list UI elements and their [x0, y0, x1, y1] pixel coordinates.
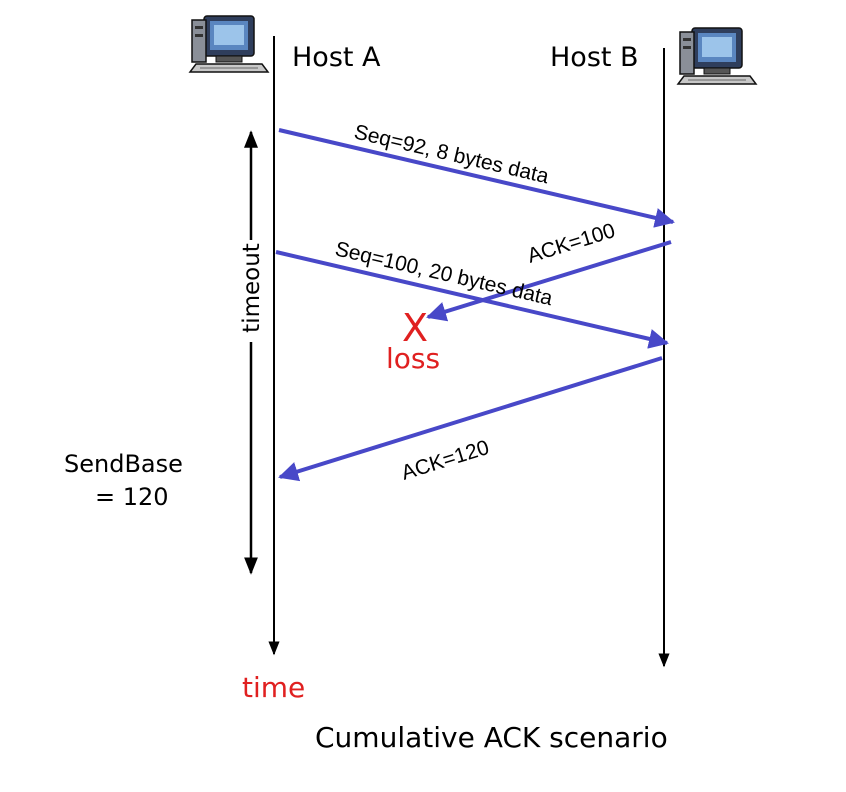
diagram-caption: Cumulative ACK scenario — [315, 721, 668, 754]
loss-mark: X — [402, 306, 428, 350]
ack-100-arrow — [426, 240, 672, 322]
seq-92-arrow — [278, 128, 675, 228]
loss-label: loss — [386, 342, 440, 375]
ack-120-arrow — [278, 356, 663, 482]
ack-120-label: ACK=120 — [399, 436, 492, 485]
host-b-computer-icon — [676, 27, 758, 85]
timeout-label: timeout — [239, 243, 265, 333]
host-b-label: Host B — [550, 42, 639, 73]
sendbase-value: = 120 — [95, 483, 169, 511]
seq-100-arrow — [275, 250, 669, 349]
time-label: time — [242, 671, 305, 704]
sendbase-label: SendBase — [64, 450, 183, 478]
ack-100-label: ACK=100 — [525, 219, 618, 268]
host-a-computer-icon — [188, 15, 270, 73]
host-a-label: Host A — [292, 42, 381, 73]
